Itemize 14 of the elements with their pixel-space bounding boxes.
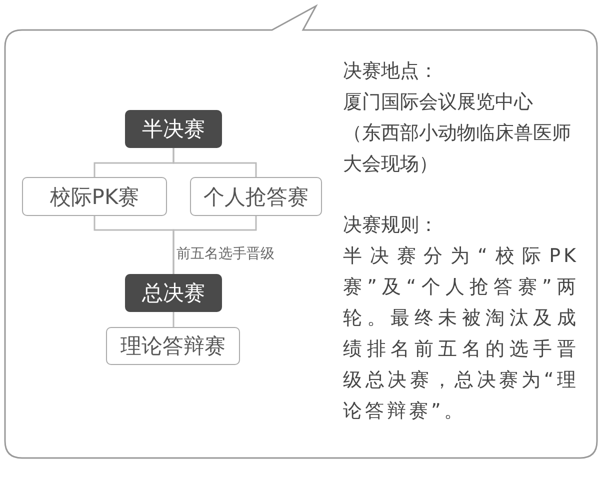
section-heading: 决赛地点： (343, 59, 439, 84)
edge-label: 前五名选手晋级 (174, 245, 276, 263)
body-text: （东西部小动物临床兽医师大会现场） (343, 121, 572, 177)
stage-box: 半决赛 (125, 110, 222, 148)
connector-line (172, 216, 257, 274)
body-text: 半决赛分为“校际PK赛”及“个人抢答赛”两轮。最终未被淘汰及成绩排名前五名的选手晋级总决赛，总决赛为“理论答辩赛”。 (343, 244, 579, 424)
round-box: 理论答辩赛 (106, 327, 240, 365)
section-heading: 决赛规则： (343, 213, 439, 238)
body-text: 厦门国际会议展览中心 (343, 90, 534, 115)
round-box: 个人抢答赛 (190, 177, 322, 216)
round-box: 校际PK赛 (22, 177, 167, 216)
connector-line (172, 148, 257, 177)
stage-box: 总决赛 (125, 274, 222, 312)
connector-line (172, 312, 174, 327)
